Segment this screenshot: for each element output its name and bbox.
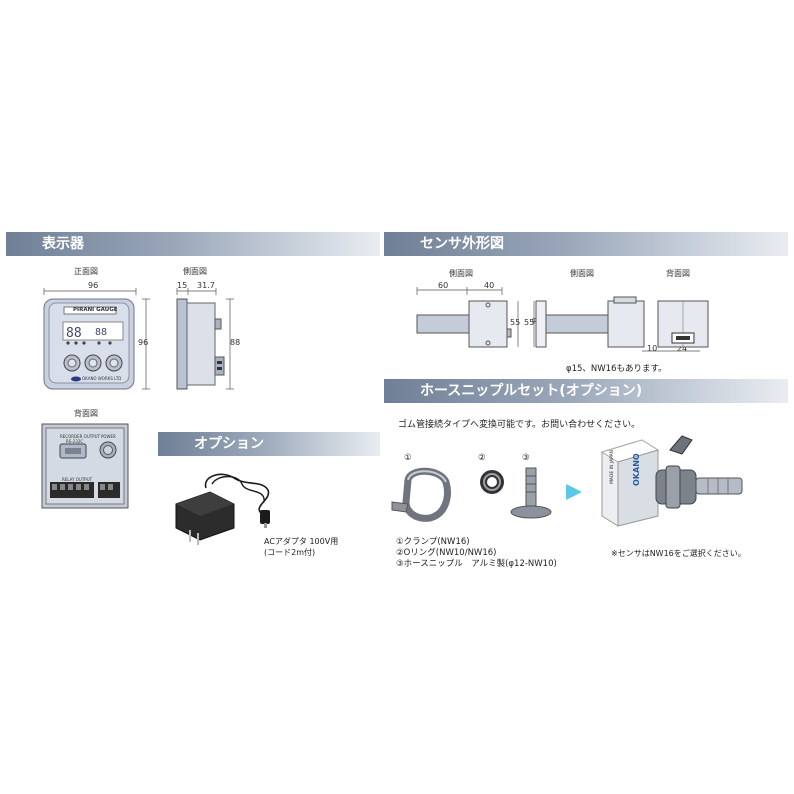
hose-sensor-note: ※センサはNW16をご選択ください。 [611, 549, 746, 558]
arrow-icon [566, 484, 582, 500]
side-dim-b: 31.7 [197, 281, 215, 290]
back-view-drawing [41, 423, 129, 509]
hose-item-2: ②Oリング(NW10/NW16) [396, 548, 497, 558]
side-view-label: 側面図 [183, 267, 207, 276]
sensor-dim-a: 60 [438, 281, 449, 290]
sensor-dim-h1: 55 [510, 318, 521, 327]
front-width-dim: 96 [88, 281, 99, 290]
sensor-dim-d: 24 [677, 344, 688, 353]
svg-text:88: 88 [95, 327, 107, 338]
section-title-hose: ホースニップルセット(オプション) [420, 383, 643, 399]
sensor-dim-c: 10 [647, 344, 658, 353]
side-height-dim: 88 [230, 338, 241, 347]
sensor-side1-label: 側面図 [449, 269, 473, 278]
ac-adapter-image [175, 473, 270, 545]
front-height-dim: 96 [138, 338, 149, 347]
panel-brand: OKANO WORKS LTD [82, 376, 122, 381]
section-title-sensor: センサ外形図 [420, 236, 504, 252]
device-label: MADE IN JAPAN [610, 449, 615, 484]
hose-item-3: ③ホースニップル アルミ製(φ12-NW10) [396, 559, 557, 569]
sensor-drawings [416, 287, 709, 352]
adapter-caption-line2: (コード2m付) [264, 548, 316, 557]
hose-marker-1: ① [404, 453, 412, 463]
back-view-label: 背面図 [74, 409, 98, 418]
sensor-side2-label: 側面図 [570, 269, 594, 278]
front-view-label: 正面図 [74, 267, 98, 276]
back-power-label: POWER [101, 434, 116, 439]
hose-marker-2: ② [478, 453, 486, 463]
section-header-sensor: センサ外形図 [384, 232, 788, 256]
panel-title: PIRANI GAUGE [73, 307, 118, 313]
hose-intro: ゴム管接続タイプへ変換可能です。お問い合わせください。 [398, 420, 641, 430]
svg-text:88: 88 [66, 326, 82, 341]
side-view-drawing [176, 288, 234, 390]
device-brand: OKANO [632, 453, 641, 486]
back-relay-label: RELAY OUTPUT [62, 477, 93, 482]
section-header-display: 表示器 [6, 232, 380, 256]
adapter-caption-line1: ACアダプタ 100V用 [264, 537, 339, 546]
sensor-back-label: 背面図 [666, 269, 690, 278]
hose-parts-image [391, 467, 552, 522]
hose-marker-3: ③ [522, 453, 530, 463]
back-output-label: RECORDER OUTPUT [60, 434, 100, 439]
front-view-drawing: 88 88 [43, 288, 150, 390]
side-dim-a: 15 [177, 281, 188, 290]
sensor-dim-b: 40 [484, 281, 495, 290]
section-title-display: 表示器 [42, 236, 84, 252]
hose-item-1: ①クランプ(NW16) [396, 537, 470, 547]
assembled-sensor-image [600, 435, 743, 527]
back-output-sub: RS-232C [66, 439, 84, 444]
sensor-dim-h2: 55 [524, 318, 535, 327]
section-header-hose: ホースニップルセット(オプション) [384, 379, 788, 403]
section-header-option: オプション [158, 432, 380, 456]
section-title-option: オプション [194, 436, 264, 452]
sensor-note: φ15、NW16もあります。 [566, 364, 667, 374]
